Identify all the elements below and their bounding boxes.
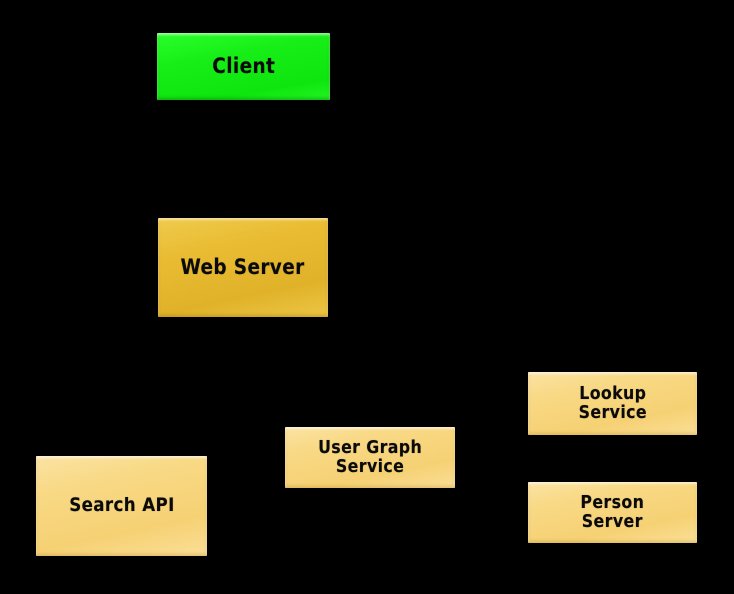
diagram-node-web-server[interactable]: Web Server [158, 218, 328, 317]
diagram-node-user-graph-service-label: User Graph Service [317, 436, 423, 477]
diagram-node-person-server-label: Person Server [580, 491, 645, 532]
diagram-node-lookup-service-label: Lookup Service [578, 382, 647, 423]
diagram-node-person-server[interactable]: Person Server [528, 482, 697, 543]
diagram-node-client[interactable]: Client [157, 33, 330, 100]
diagram-node-search-api[interactable]: Search API [36, 456, 207, 556]
diagram-node-user-graph-service[interactable]: User Graph Service [285, 427, 455, 488]
diagram-node-client-label: Client [212, 54, 275, 79]
diagram-node-search-api-label: Search API [68, 494, 175, 517]
diagram-node-web-server-label: Web Server [180, 255, 306, 280]
diagram-node-lookup-service[interactable]: Lookup Service [528, 372, 697, 435]
